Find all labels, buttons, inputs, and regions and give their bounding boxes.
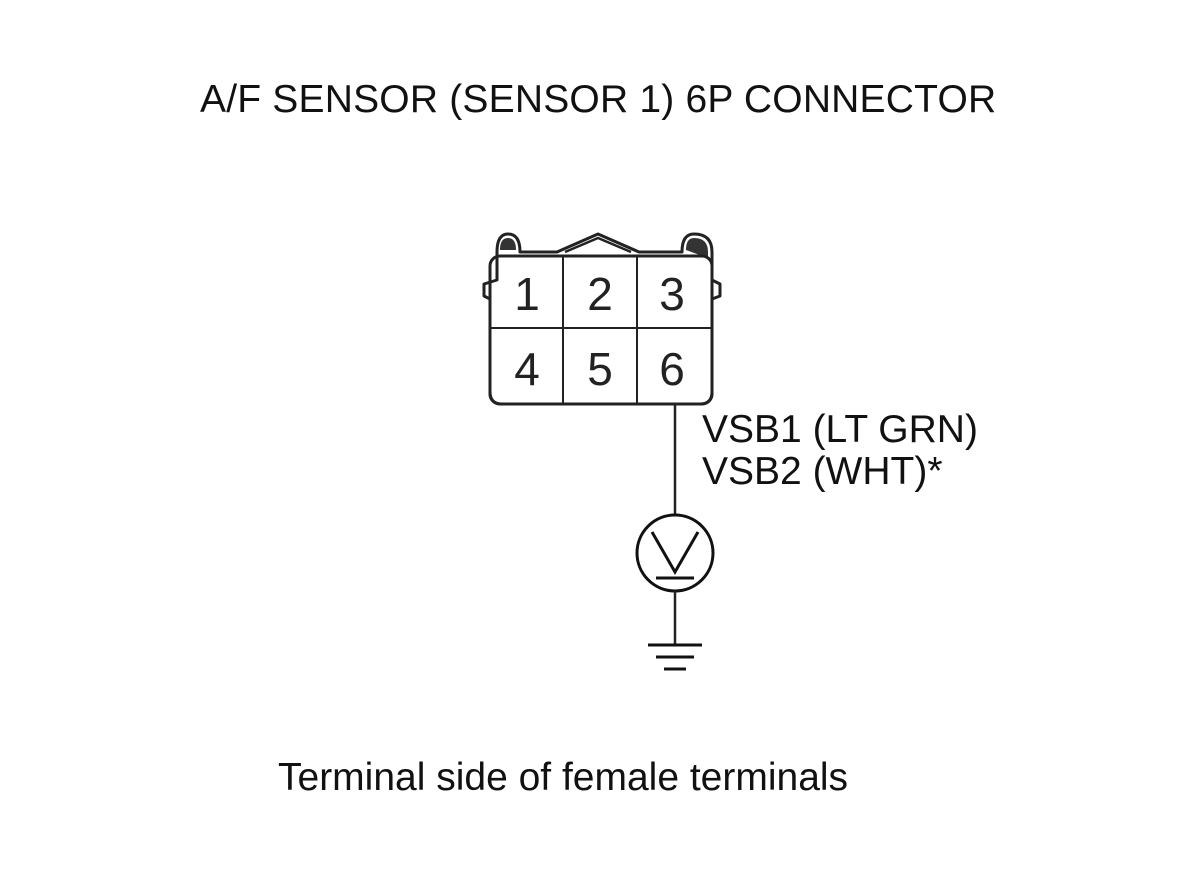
- ground-icon: [648, 643, 702, 671]
- latch-tab-right: [686, 238, 708, 258]
- connector-6p: [482, 232, 722, 406]
- pin-grid-frame: [488, 254, 714, 406]
- diagram-caption: Terminal side of female terminals: [278, 756, 849, 799]
- connector-key: [564, 236, 632, 254]
- pin-1-label: 1: [514, 268, 540, 320]
- latch-tab-left: [500, 238, 516, 250]
- wire-color-labels: VSB1 (LT GRN) VSB2 (WHT)*: [702, 409, 978, 493]
- wire-label-vsb2: VSB2 (WHT)*: [702, 450, 943, 493]
- voltmeter-icon: [635, 513, 715, 593]
- pin-6-label: 6: [659, 343, 685, 395]
- pin-5-label: 5: [587, 343, 613, 395]
- wire-label-vsb1: VSB1 (LT GRN): [702, 408, 978, 451]
- diagram-title: A/F SENSOR (SENSOR 1) 6P CONNECTOR: [200, 78, 997, 121]
- pin-4-label: 4: [514, 343, 540, 395]
- pin-labels: 1 2 3 4 5 6: [514, 268, 685, 395]
- pin-2-label: 2: [587, 268, 613, 320]
- pin-3-label: 3: [659, 268, 685, 320]
